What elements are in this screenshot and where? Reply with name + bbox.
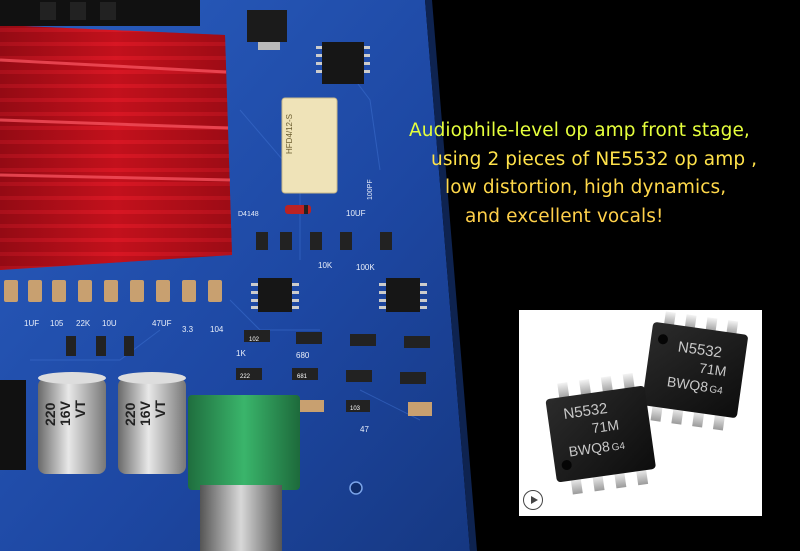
silk-1k: 1K xyxy=(236,349,246,358)
silk-105: 105 xyxy=(50,319,64,328)
silk-22k: 22K xyxy=(76,319,91,328)
top-ic xyxy=(322,42,364,84)
silk-104: 104 xyxy=(210,325,224,334)
relay xyxy=(281,97,338,194)
pcb-edge xyxy=(425,0,477,551)
silk-100k: 100K xyxy=(356,263,375,272)
ne5532-chip-front: N5532 71M BWQ8 G4 xyxy=(545,372,656,495)
chip-front-marking-4: G4 xyxy=(611,441,626,454)
caption-line-2: using 2 pieces of NE5532 op amp , xyxy=(431,149,758,170)
silk-100pf: 100PF xyxy=(367,179,374,200)
silk-47uf: 47UF xyxy=(152,319,172,328)
cap-right-series: VT xyxy=(152,400,168,418)
electrolytic-capacitor-right xyxy=(118,372,186,474)
cap-left-voltage: 16V xyxy=(57,400,73,426)
caption-line-1: Audiophile-level op amp front stage, xyxy=(409,120,750,141)
relay-label: HFD4/12-S xyxy=(285,114,294,154)
caption-line-4: and excellent vocals! xyxy=(465,206,664,227)
chip-front-marking-3: BWQ8 xyxy=(568,438,611,460)
silk-3-3: 3.3 xyxy=(182,325,194,334)
caption-line-3: low distortion, high dynamics, xyxy=(445,177,727,198)
chip-back-marking-4: G4 xyxy=(709,384,724,397)
ne5532-chip-back: N5532 71M BWQ8 G4 xyxy=(642,311,748,431)
smd-resistor-grid xyxy=(66,232,432,416)
electrolytic-capacitor-left xyxy=(38,372,106,474)
chip-back-marking-1: N5532 xyxy=(677,338,723,361)
cap-right-voltage: 16V xyxy=(137,400,153,426)
silk-10k: 10K xyxy=(318,261,333,270)
r103-marking: 103 xyxy=(350,406,361,412)
chip-front-marking-1: N5532 xyxy=(562,400,608,423)
silk-10uf: 10UF xyxy=(346,209,366,218)
chip-closeup-inset: N5532 71M BWQ8 G4 N5532 71M BWQ8 xyxy=(519,310,762,516)
silk-d4148: D4148 xyxy=(238,211,259,218)
silk-47: 47 xyxy=(360,425,369,434)
voltage-regulator xyxy=(247,10,287,42)
heatsink xyxy=(0,0,232,270)
smd-capacitor-row xyxy=(4,280,222,302)
r681-marking: 681 xyxy=(297,374,308,380)
chip-back-marking-2: 71M xyxy=(698,360,727,380)
cap-right-value: 220 xyxy=(122,402,138,426)
r222-marking: 222 xyxy=(240,374,251,380)
volume-potentiometer xyxy=(188,395,300,551)
chip-closeup-photo: N5532 71M BWQ8 G4 N5532 71M BWQ8 xyxy=(545,311,748,495)
r102-marking: 102 xyxy=(249,337,260,343)
cap-left-series: VT xyxy=(72,400,88,418)
chip-back-marking-3: BWQ8 xyxy=(666,373,709,395)
cap-left-value: 220 xyxy=(42,402,58,426)
opamp-chip-left xyxy=(251,278,299,312)
silk-1uf: 1UF xyxy=(24,319,39,328)
silk-680: 680 xyxy=(296,351,310,360)
play-icon[interactable] xyxy=(523,490,543,510)
silk-10u: 10U xyxy=(102,319,117,328)
chip-front-marking-2: 71M xyxy=(591,416,620,436)
opamp-chip-right xyxy=(379,278,427,312)
